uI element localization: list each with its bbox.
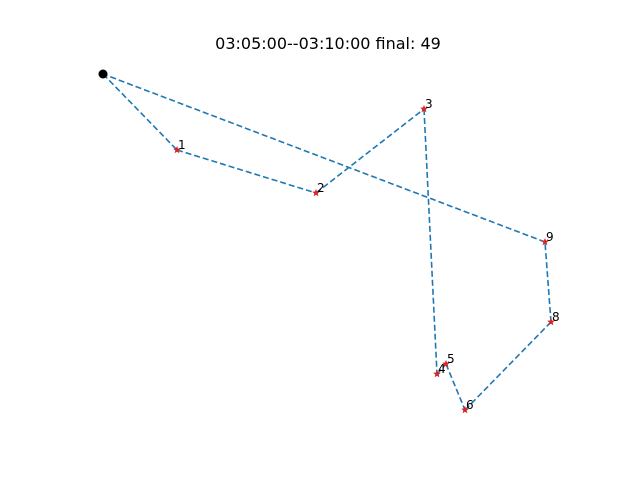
route-segment <box>176 149 317 194</box>
point-marker-4 <box>433 370 441 378</box>
point-labels: 1 2 3 45 6 8 9 <box>178 97 560 412</box>
chart-title: 03:05:00--03:10:00 final: 49 <box>215 34 441 53</box>
point-label-3: 3 <box>425 97 433 111</box>
start-point-marker <box>98 69 108 79</box>
point-marker-6 <box>461 406 469 414</box>
route-segment <box>445 363 466 411</box>
point-marker-3 <box>420 105 428 113</box>
point-marker-9 <box>541 238 549 246</box>
route-segment <box>423 108 438 375</box>
route-markers <box>98 69 555 414</box>
point-label-5: 5 <box>447 352 455 366</box>
point-marker-8 <box>547 318 555 326</box>
route-lines <box>102 73 552 411</box>
route-segment <box>464 321 552 411</box>
point-label-6: 6 <box>466 398 474 412</box>
route-segment <box>544 241 552 323</box>
point-marker-5 <box>442 360 450 368</box>
point-marker-1 <box>173 146 181 154</box>
point-marker-2 <box>312 189 320 197</box>
route-segment <box>102 73 178 151</box>
point-label-1: 1 <box>178 138 186 152</box>
point-label-2: 2 <box>317 181 325 195</box>
point-label-8: 8 <box>552 310 560 324</box>
point-label-9: 9 <box>546 230 554 244</box>
route-segment <box>315 108 425 194</box>
route-segment <box>102 73 546 243</box>
point-label-4: 4 <box>438 362 446 376</box>
